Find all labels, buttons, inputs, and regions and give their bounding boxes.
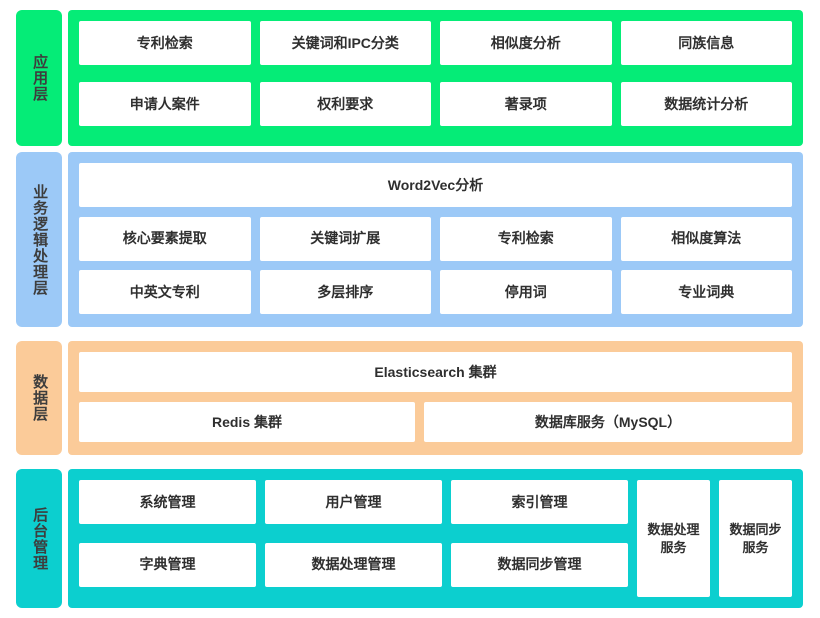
application-row-1: 专利检索 关键词和IPC分类 相似度分析 同族信息 (79, 21, 792, 74)
data-banner-row: Elasticsearch 集群 (79, 352, 792, 394)
backend-cell-data-process-service[interactable]: 数据处理 服务 (637, 480, 710, 597)
business-cell-stopwords[interactable]: 停用词 (440, 270, 612, 315)
backend-cell-index-management[interactable]: 索引管理 (451, 480, 628, 524)
app-cell-family-info[interactable]: 同族信息 (620, 21, 792, 65)
app-cell-keyword-ipc[interactable]: 关键词和IPC分类 (259, 21, 431, 65)
business-cell-keyword-expansion[interactable]: 关键词扩展 (259, 216, 431, 261)
backend-cell-data-process-management[interactable]: 数据处理管理 (265, 542, 442, 587)
data-row-1: Redis 集群 数据库服务（MySQL） (79, 402, 792, 444)
business-cell-cn-en-patent[interactable]: 中英文专利 (79, 270, 251, 315)
backend-service-data-process-wrap: 数据处理 服务 (637, 480, 710, 597)
app-cell-similarity-analysis[interactable]: 相似度分析 (440, 21, 612, 65)
business-cell-multilayer-sorting[interactable]: 多层排序 (259, 270, 431, 315)
layer-application-title: 应用层 (16, 10, 62, 146)
layer-data-title: 数据层 (16, 341, 62, 455)
business-cell-patent-search[interactable]: 专利检索 (440, 216, 612, 261)
data-cell-database-service[interactable]: 数据库服务（MySQL） (424, 402, 792, 442)
backend-cell-data-sync-management[interactable]: 数据同步管理 (451, 542, 628, 587)
backend-cell-data-sync-service[interactable]: 数据同步 服务 (719, 480, 792, 597)
layer-business-logic: 业务逻辑处理层 Word2Vec分析 核心要素提取 关键词扩展 专利检索 相似度… (16, 152, 803, 327)
business-cell-core-element-extraction[interactable]: 核心要素提取 (79, 216, 251, 261)
backend-cell-user-management[interactable]: 用户管理 (265, 480, 442, 524)
app-cell-claims[interactable]: 权利要求 (259, 82, 431, 126)
backend-cell-system-management[interactable]: 系统管理 (79, 480, 256, 524)
layer-business-logic-title: 业务逻辑处理层 (16, 152, 62, 327)
layer-business-logic-body: Word2Vec分析 核心要素提取 关键词扩展 专利检索 相似度算法 中英文专利… (68, 152, 803, 327)
application-row-2: 申请人案件 权利要求 著录项 数据统计分析 (79, 82, 792, 135)
app-cell-statistics[interactable]: 数据统计分析 (620, 82, 792, 126)
business-cell-word2vec[interactable]: Word2Vec分析 (79, 163, 792, 207)
business-row-1: 核心要素提取 关键词扩展 专利检索 相似度算法 (79, 216, 792, 263)
layer-backend-management-title: 后台管理 (16, 469, 62, 608)
business-banner-row: Word2Vec分析 (79, 163, 792, 209)
layer-backend-management-body: 系统管理 用户管理 索引管理 字典管理 数据处理管理 数据同步管理 数据处理 服… (68, 469, 803, 608)
app-cell-bibliographic[interactable]: 著录项 (440, 82, 612, 126)
business-row-2: 中英文专利 多层排序 停用词 专业词典 (79, 270, 792, 316)
layer-data: 数据层 Elasticsearch 集群 Redis 集群 数据库服务（MySQ… (16, 341, 803, 455)
layer-application-body: 专利检索 关键词和IPC分类 相似度分析 同族信息 申请人案件 权利要求 著录项… (68, 10, 803, 146)
backend-cell-dictionary-management[interactable]: 字典管理 (79, 542, 256, 587)
app-cell-patent-search[interactable]: 专利检索 (79, 21, 251, 65)
data-cell-elasticsearch-cluster[interactable]: Elasticsearch 集群 (79, 352, 792, 392)
business-cell-domain-dictionary[interactable]: 专业词典 (620, 270, 792, 315)
backend-service-data-sync-wrap: 数据同步 服务 (719, 480, 792, 597)
backend-row-1: 系统管理 用户管理 索引管理 (79, 480, 628, 535)
backend-grid: 系统管理 用户管理 索引管理 字典管理 数据处理管理 数据同步管理 (79, 480, 628, 597)
data-cell-redis-cluster[interactable]: Redis 集群 (79, 402, 415, 442)
layer-backend-management: 后台管理 系统管理 用户管理 索引管理 字典管理 数据处理管理 数据同步管理 数… (16, 469, 803, 608)
app-cell-applicant-case[interactable]: 申请人案件 (79, 82, 251, 126)
layer-data-body: Elasticsearch 集群 Redis 集群 数据库服务（MySQL） (68, 341, 803, 455)
backend-row-2: 字典管理 数据处理管理 数据同步管理 (79, 542, 628, 598)
layer-application: 应用层 专利检索 关键词和IPC分类 相似度分析 同族信息 申请人案件 权利要求… (16, 10, 803, 146)
business-cell-similarity-algorithm[interactable]: 相似度算法 (620, 216, 792, 261)
